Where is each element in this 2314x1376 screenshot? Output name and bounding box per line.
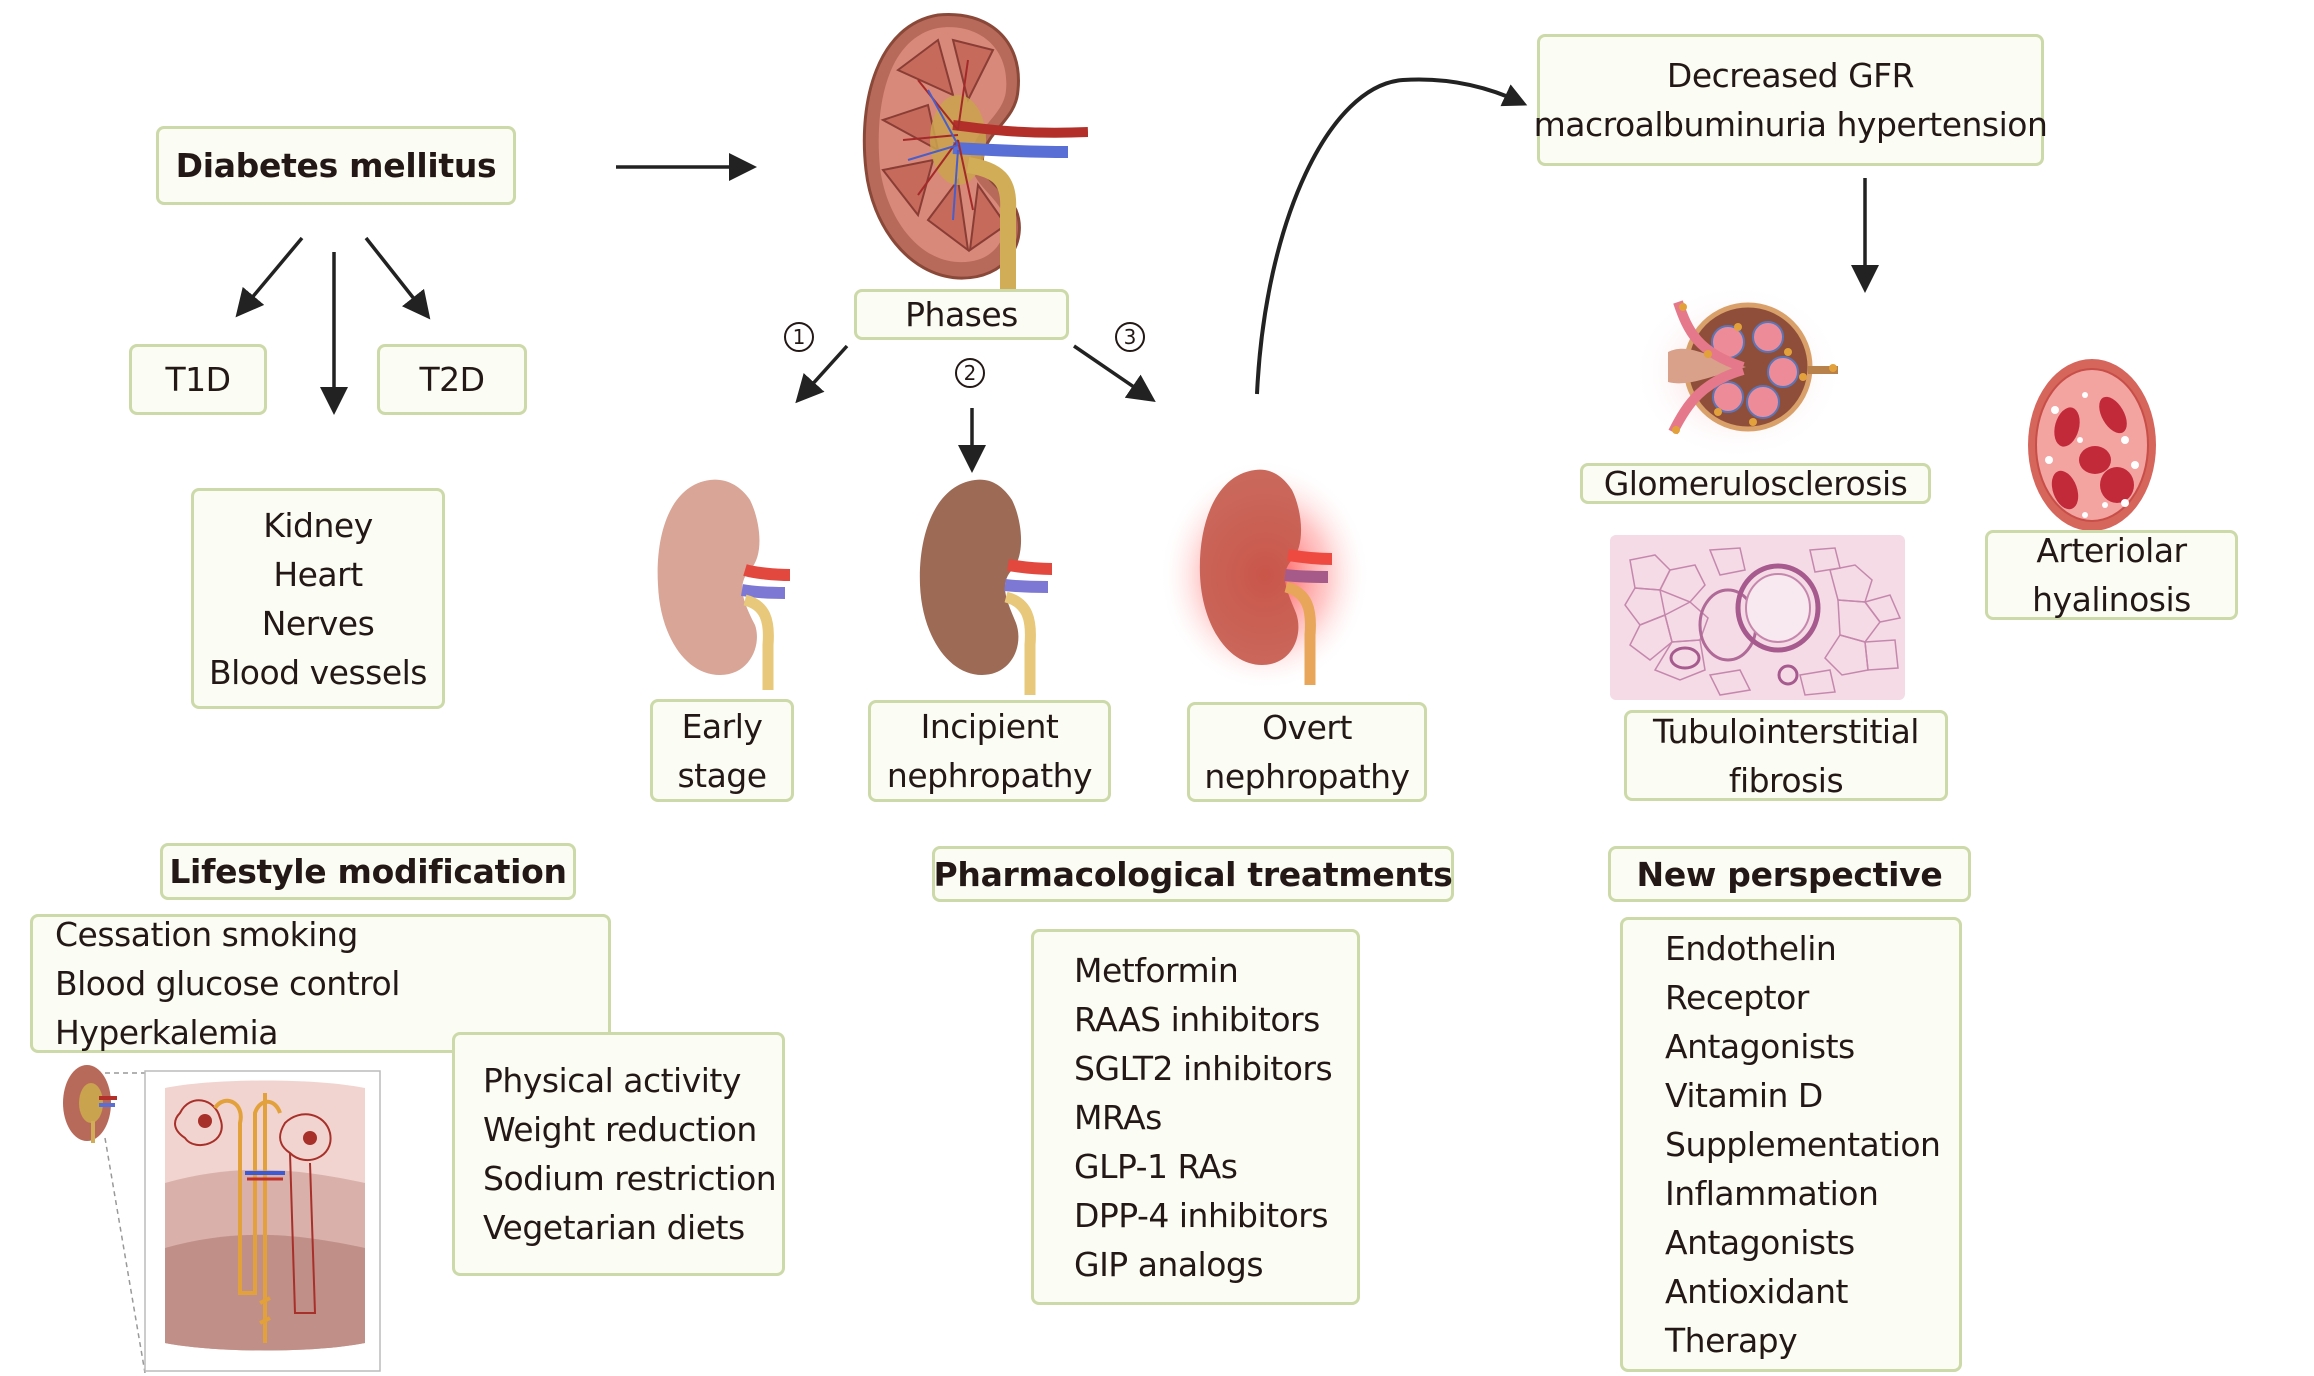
affected-organs-box: Kidney Heart Nerves Blood vessels [191,488,445,709]
incipient-line2: nephropathy [886,756,1093,795]
arrow-phase-3 [1073,344,1156,402]
lifestyle-modification-header: Lifestyle modification [160,843,576,900]
perspective-item: Antioxidant [1665,1272,1849,1311]
perspective-item: Inflammation [1665,1174,1879,1213]
early-stage-line1: Early [681,706,763,746]
organ-item: Nerves [261,603,375,643]
phase-marker-3: ③ [1115,322,1145,352]
arrow-curved-to-gfr [1255,77,1528,395]
perspective-item: Antagonists [1665,1223,1855,1262]
t2d-box: T2D [377,344,527,415]
perspective-item: Receptor [1665,978,1809,1017]
lifestyle-item: Physical activity [483,1061,741,1100]
nephron-illustration [63,1065,381,1373]
pharmacological-list: Metformin RAAS inhibitors SGLT2 inhibito… [1031,929,1360,1305]
incipient-nephropathy-box: Incipient nephropathy [868,700,1111,802]
glomerulus-illustration [1633,284,1843,460]
phase-marker-2: ② [955,358,985,388]
arteriolar-line1: Arteriolar [2036,531,2187,570]
arteriolar-hyalinosis-box: Arteriolar hyalinosis [1985,530,2238,620]
new-perspective-header: New perspective [1608,846,1971,902]
drug-item: RAAS inhibitors [1074,999,1320,1039]
glomerulosclerosis-label: Glomerulosclerosis [1603,464,1908,503]
organ-item: Blood vessels [208,652,428,692]
early-stage-kidney-illustration [657,479,791,690]
kidney-cross-section-illustration [862,12,1088,290]
drug-item: Metformin [1074,950,1239,990]
overt-nephropathy-kidney-illustration [1160,460,1370,690]
perspective-item: Vitamin D [1665,1076,1823,1115]
outcome-line1: Decreased GFR [1666,56,1915,95]
diabetes-mellitus-box: Diabetes mellitus [156,126,516,205]
drug-item: GIP analogs [1074,1244,1264,1284]
phase-marker-2-digit: 2 [963,361,977,385]
lifestyle-item: Cessation smoking [55,915,358,954]
lifestyle-item: Vegetarian diets [483,1208,745,1247]
overt-nephropathy-box: Overt nephropathy [1187,702,1427,802]
arrow-to-t2d [364,236,431,320]
outcome-line2: macroalbuminuria hypertension [1533,105,2048,144]
t2d-label: T2D [419,360,485,399]
tubulointerstitial-fibrosis-box: Tubulointerstitial fibrosis [1624,710,1948,801]
arrow-to-t1d [235,236,304,318]
perspective-item: Antagonists [1665,1027,1855,1066]
new-perspective-title: New perspective [1636,854,1943,894]
lifestyle-title: Lifestyle modification [169,852,567,891]
perspective-item: Supplementation [1665,1125,1941,1164]
lifestyle-list-a: Cessation smoking Blood glucose control … [30,914,611,1053]
tubulointerstitial-line1: Tubulointerstitial [1653,711,1919,751]
arteriole-cross-section-illustration [2028,359,2156,531]
pharmacological-title: Pharmacological treatments [933,854,1453,894]
drug-item: DPP-4 inhibitors [1074,1195,1329,1235]
t1d-box: T1D [129,344,267,415]
organ-item: Kidney [263,505,373,545]
perspective-item: Endothelin [1665,929,1837,968]
lifestyle-item: Sodium restriction [483,1159,777,1198]
overt-line2: nephropathy [1204,757,1410,796]
glomerulosclerosis-box: Glomerulosclerosis [1580,463,1931,504]
perspective-item: Therapy [1665,1321,1798,1360]
overt-line1: Overt [1262,708,1352,747]
early-stage-box: Early stage [650,699,794,802]
pharmacological-treatments-header: Pharmacological treatments [932,846,1454,902]
drug-item: SGLT2 inhibitors [1074,1048,1333,1088]
incipient-line1: Incipient [920,707,1059,746]
phase-marker-3-digit: 3 [1123,325,1137,349]
phases-label: Phases [905,295,1018,334]
phase-marker-1-digit: 1 [792,325,806,349]
drug-item: MRAs [1074,1097,1162,1137]
phases-box: Phases [854,289,1069,340]
arteriolar-line2: hyalinosis [2032,580,2191,619]
organ-item: Heart [273,554,363,594]
incipient-nephropathy-kidney-illustration [919,479,1053,695]
early-stage-line2: stage [677,755,767,795]
new-perspective-list: Endothelin Receptor Antagonists Vitamin … [1620,917,1962,1372]
phase-marker-1: ① [784,322,814,352]
lifestyle-list-b: Physical activity Weight reduction Sodiu… [452,1032,785,1276]
tubulointerstitial-line2: fibrosis [1728,760,1844,800]
t1d-label: T1D [165,360,231,399]
lifestyle-item: Blood glucose control [55,964,400,1003]
tubulointerstitial-histology-illustration [1610,535,1905,700]
diabetes-mellitus-label: Diabetes mellitus [175,146,497,185]
outcome-box: Decreased GFR macroalbuminuria hypertens… [1534,34,2048,166]
lifestyle-item: Hyperkalemia [55,1013,278,1052]
arrow-phase-1 [795,344,849,404]
drug-item: GLP-1 RAs [1074,1146,1238,1186]
lifestyle-item: Weight reduction [483,1110,757,1149]
